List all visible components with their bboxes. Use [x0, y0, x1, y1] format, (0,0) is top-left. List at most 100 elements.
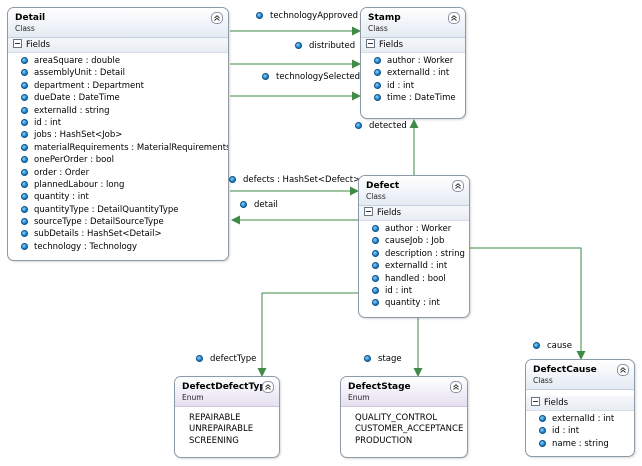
field-row[interactable]: materialRequirements : MaterialRequireme… [8, 142, 228, 154]
class-kind: Class [366, 192, 386, 201]
enum-header: DefectStage Enum [341, 377, 467, 407]
collapse-minus-icon[interactable] [366, 39, 375, 48]
collapse-chevron-icon[interactable] [452, 180, 464, 192]
collapse-chevron-icon[interactable] [262, 381, 274, 393]
field-icon [21, 69, 28, 77]
fields-section-toggle[interactable]: Fields [8, 38, 228, 53]
field-row[interactable]: technology : Technology [8, 241, 228, 253]
field-icon [372, 225, 379, 232]
field-row[interactable]: externalId : int [361, 67, 465, 79]
field-row[interactable]: description : string [359, 248, 469, 260]
field-icon [374, 69, 381, 77]
field-icon [539, 415, 546, 422]
fields-section-toggle[interactable]: Fields [526, 396, 634, 411]
collapse-minus-icon[interactable] [364, 207, 373, 216]
association-property-icon [295, 42, 302, 49]
class-stamp[interactable]: Stamp Class Fields author : Worker exter… [360, 7, 466, 119]
label-technology-selected: technologySelected [262, 72, 360, 83]
field-row[interactable]: subDetails : HashSet<Detail> [8, 228, 228, 240]
association-property-icon [364, 355, 371, 362]
field-row[interactable]: quantityType : DetailQuantityType [8, 204, 228, 216]
enum-value[interactable]: REPAIRABLE [189, 413, 241, 423]
enum-value[interactable]: CUSTOMER_ACCEPTANCE [355, 424, 464, 435]
field-row[interactable]: externalId : int [526, 413, 634, 425]
label-technology-approved: technologyApproved [256, 11, 358, 22]
field-row[interactable]: quantity : int [8, 191, 228, 203]
fields-list: externalId : int id : int name : string [526, 411, 634, 450]
field-icon [21, 156, 28, 164]
association-property-icon [355, 122, 362, 129]
collapse-minus-icon[interactable] [13, 39, 22, 48]
field-row[interactable]: externalId : string [8, 105, 228, 117]
field-row[interactable]: sourceType : DetailSourceType [8, 216, 228, 228]
class-kind: Class [368, 24, 388, 33]
field-row[interactable]: name : string [526, 438, 634, 450]
assoc-cause-line [470, 247, 586, 360]
label-defect-type: defectType [196, 354, 256, 365]
field-row[interactable]: areaSquare : double [8, 55, 228, 67]
enum-value[interactable]: QUALITY_CONTROL [355, 413, 438, 423]
field-row[interactable]: jobs : HashSet<Job> [8, 129, 228, 141]
enum-values-list: QUALITY_CONTROL CUSTOMER_ACCEPTANCE PROD… [341, 407, 467, 447]
field-row[interactable]: quantity : int [359, 297, 469, 309]
field-row[interactable]: assemblyUnit : Detail [8, 67, 228, 79]
field-icon [374, 94, 381, 102]
field-row[interactable]: time : DateTime [361, 92, 465, 104]
field-row[interactable]: dueDate : DateTime [8, 92, 228, 104]
class-title: Detail [15, 13, 46, 23]
field-row[interactable]: id : int [8, 117, 228, 129]
class-defect[interactable]: Defect Class Fields author : Worker caus… [358, 175, 470, 318]
field-icon [372, 237, 379, 245]
enum-defect-stage[interactable]: DefectStage Enum QUALITY_CONTROL CUSTOME… [340, 376, 468, 458]
field-icon [21, 106, 28, 114]
collapse-minus-icon[interactable] [531, 397, 540, 406]
enum-header: DefectDefectType Enum [175, 377, 279, 407]
field-icon [21, 143, 28, 151]
association-property-icon [256, 12, 263, 19]
field-row[interactable]: plannedLabour : long [8, 179, 228, 191]
enum-value[interactable]: PRODUCTION [355, 435, 413, 446]
class-header: DefectCause Class [526, 360, 634, 390]
class-title: DefectCause [533, 365, 597, 375]
field-row[interactable]: order : Order [8, 167, 228, 179]
label-stage: stage [364, 354, 402, 365]
enum-value[interactable]: SCREENING [189, 435, 239, 446]
association-property-icon [196, 355, 203, 362]
collapse-chevron-icon[interactable] [450, 381, 462, 393]
field-row[interactable]: id : int [361, 80, 465, 92]
fields-list: areaSquare : double assemblyUnit : Detai… [8, 53, 228, 253]
field-row[interactable]: onePerOrder : bool [8, 154, 228, 166]
enum-defect-defect-type[interactable]: DefectDefectType Enum REPAIRABLE UNREPAI… [174, 376, 280, 458]
association-property-icon [262, 73, 269, 80]
field-row[interactable]: id : int [359, 285, 469, 297]
class-defect-cause[interactable]: DefectCause Class Fields externalId : in… [525, 359, 635, 457]
field-row[interactable]: handled : bool [359, 273, 469, 285]
fields-section-toggle[interactable]: Fields [359, 206, 469, 221]
field-icon [539, 427, 546, 435]
label-defects: defects : HashSet<Defect> [229, 175, 360, 186]
field-icon [21, 230, 28, 238]
association-property-icon [533, 342, 540, 349]
collapse-chevron-icon[interactable] [617, 364, 629, 376]
enum-value[interactable]: UNREPAIRABLE [189, 424, 254, 435]
class-header: Detail Class [8, 8, 228, 38]
field-icon [372, 299, 379, 307]
class-kind: Class [533, 376, 553, 385]
fields-section-toggle[interactable]: Fields [361, 38, 465, 53]
field-row[interactable]: causeJob : Job [359, 235, 469, 247]
collapse-chevron-icon[interactable] [211, 12, 223, 24]
field-row[interactable]: externalId : int [359, 260, 469, 272]
field-icon [372, 262, 379, 270]
class-detail[interactable]: Detail Class Fields areaSquare : double … [7, 7, 229, 261]
fields-list: author : Worker externalId : int id : in… [361, 53, 465, 105]
collapse-chevron-icon[interactable] [448, 12, 460, 24]
field-icon [372, 286, 379, 294]
field-row[interactable]: author : Worker [359, 223, 469, 235]
field-icon [21, 131, 28, 139]
field-row[interactable]: id : int [526, 425, 634, 437]
field-icon [21, 94, 28, 102]
field-row[interactable]: department : Department [8, 80, 228, 92]
field-row[interactable]: author : Worker [361, 55, 465, 67]
label-detail: detail [240, 200, 278, 211]
